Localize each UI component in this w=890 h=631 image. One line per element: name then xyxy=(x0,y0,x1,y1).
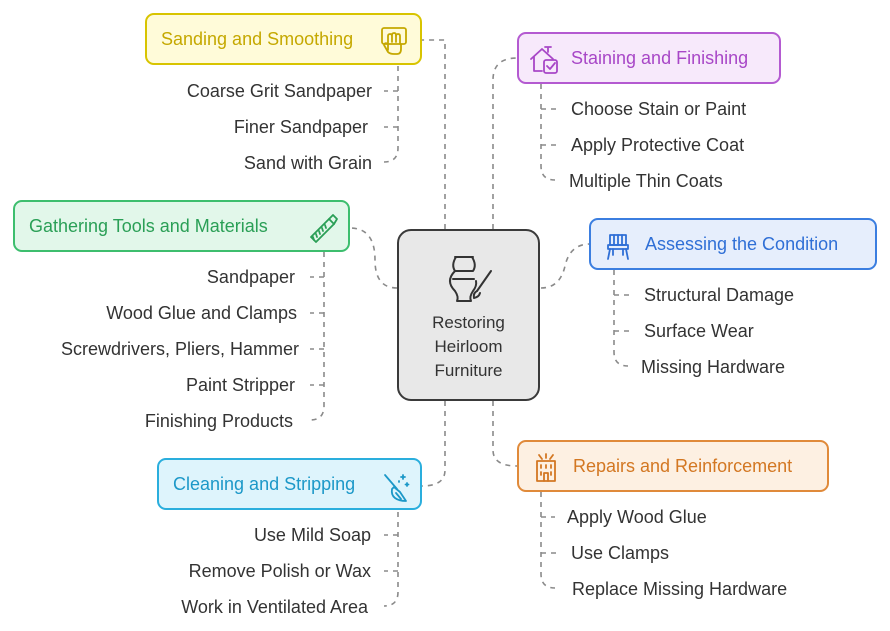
leaf-sand-with-grain: Sand with Grain xyxy=(243,153,372,173)
leaf-work-in-ventilated-area: Work in Ventilated Area xyxy=(181,597,368,617)
leaf-apply-wood-glue: Apply Wood Glue xyxy=(567,507,707,527)
branch-assessing-the-condition: Assessing the Condition xyxy=(589,218,877,270)
leaf-wood-glue-and-clamps: Wood Glue and Clamps xyxy=(106,303,297,323)
leaf-missing-hardware: Missing Hardware xyxy=(641,357,786,377)
leaf-choose-stain-or-paint: Choose Stain or Paint xyxy=(571,99,747,119)
branch-sanding-and-smoothing: Sanding and Smoothing xyxy=(145,13,422,65)
leaf-coarse-grit-sandpaper: Coarse Grit Sandpaper xyxy=(186,81,372,101)
branch-title: Gathering Tools and Materials xyxy=(29,215,268,236)
leaf-use-mild-soap: Use Mild Soap xyxy=(253,525,371,545)
branch-title: Cleaning and Stripping xyxy=(173,473,356,494)
vase-brush-icon xyxy=(449,256,492,302)
house-check-icon xyxy=(530,46,558,74)
building-tools-icon xyxy=(536,453,556,482)
branch-title: Sanding and Smoothing xyxy=(161,28,354,49)
hand-sanding-icon xyxy=(381,27,407,55)
leaf-finishing-products: Finishing Products xyxy=(144,411,293,431)
central-topic: Restoring Heirloom Furniture xyxy=(397,229,540,401)
branch-gathering-tools-and-materials: Gathering Tools and Materials xyxy=(13,200,350,252)
branch-title: Repairs and Reinforcement xyxy=(573,455,793,476)
broom-sparkle-icon xyxy=(384,474,410,502)
leaf-surface-wear: Surface Wear xyxy=(644,321,754,341)
leaf-paint-stripper: Paint Stripper xyxy=(185,375,295,395)
branch-staining-and-finishing: Staining and Finishing xyxy=(517,32,781,84)
leaf-remove-polish-or-wax: Remove Polish or Wax xyxy=(188,561,371,581)
chair-icon xyxy=(607,234,629,260)
central-topic-title: Restoring Heirloom Furniture xyxy=(432,313,505,380)
leaf-use-clamps: Use Clamps xyxy=(571,543,670,563)
branch-title: Assessing the Condition xyxy=(645,233,839,254)
leaf-screwdrivers-pliers-hammer: Screwdrivers, Pliers, Hammer xyxy=(60,339,299,359)
leaf-finer-sandpaper: Finer Sandpaper xyxy=(233,117,368,137)
leaf-apply-protective-coat: Apply Protective Coat xyxy=(571,135,745,155)
branch-title: Staining and Finishing xyxy=(571,47,749,68)
leaf-sandpaper: Sandpaper xyxy=(206,267,295,287)
saw-icon xyxy=(310,214,338,243)
branch-cleaning-and-stripping: Cleaning and Stripping xyxy=(157,458,422,510)
leaf-structural-damage: Structural Damage xyxy=(644,285,795,305)
leaf-multiple-thin-coats: Multiple Thin Coats xyxy=(569,171,723,191)
branch-repairs-and-reinforcement: Repairs and Reinforcement xyxy=(517,440,829,492)
leaf-replace-missing-hardware: Replace Missing Hardware xyxy=(572,579,788,599)
